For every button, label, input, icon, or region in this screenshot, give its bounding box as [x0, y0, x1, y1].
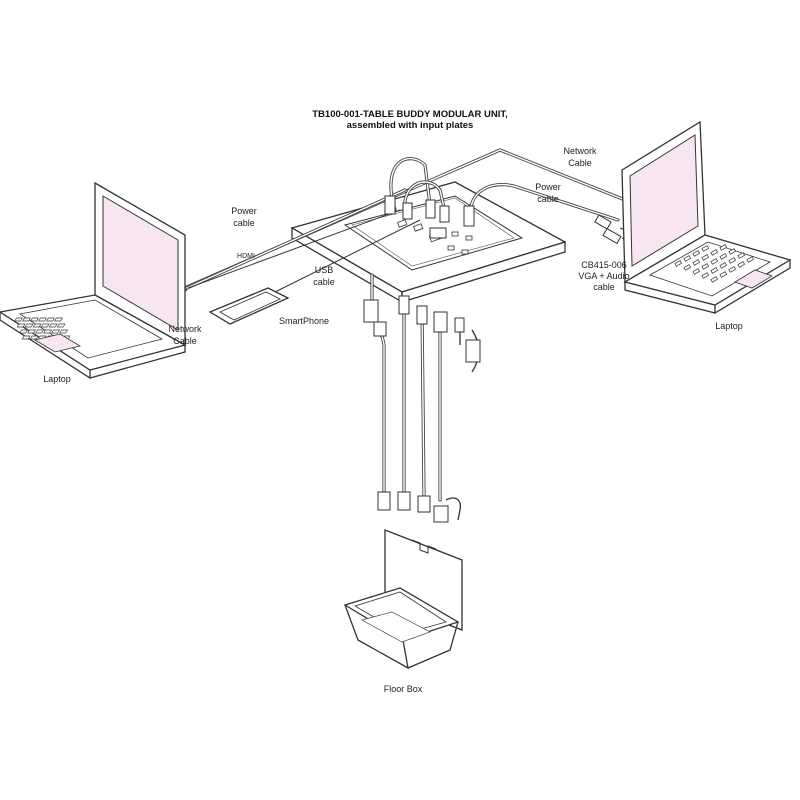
top-cables	[172, 148, 633, 296]
smartphone-label: SmartPhone	[279, 316, 329, 326]
keyboard-keys-right	[674, 244, 755, 283]
diagram-title-line1: TB100-001-TABLE BUDDY MODULAR UNIT,	[312, 109, 507, 120]
network-cable-right-label-1: Network	[563, 146, 597, 156]
network-cable-left-label-2: Cable	[173, 336, 197, 346]
floor-box	[343, 529, 463, 670]
power-cable-left-label-1: Power	[231, 206, 257, 216]
hanging-cables	[363, 273, 481, 523]
network-cable-left-label-1: Network	[168, 324, 202, 334]
network-cable-right-label-2: Cable	[568, 158, 592, 168]
laptop-left-label: Laptop	[43, 374, 71, 384]
laptop-left	[0, 181, 187, 380]
smartphone-device	[208, 287, 290, 325]
vga-audio-cable-label-1: CB415-006	[581, 260, 627, 270]
power-cable-right-label-1: Power	[535, 182, 561, 192]
usb-cable-label-1: USB	[315, 265, 334, 275]
diagram-title-line2: assembled with input plates	[347, 120, 474, 131]
power-cable-right-label-2: cable	[537, 194, 559, 204]
hdmi-label: HDMI	[237, 253, 255, 260]
usb-cable-label-2: cable	[313, 277, 335, 287]
vga-audio-cable-label-3: cable	[593, 282, 615, 292]
floor-box-label: Floor Box	[384, 684, 423, 694]
labels: Power cable HDMI USB cable SmartPhone Ne…	[43, 146, 743, 694]
laptop-right	[621, 120, 792, 315]
vga-audio-cable-label-2: VGA + Audio	[578, 271, 629, 281]
power-cable-left-label-2: cable	[233, 218, 255, 228]
laptop-right-label: Laptop	[715, 321, 743, 331]
